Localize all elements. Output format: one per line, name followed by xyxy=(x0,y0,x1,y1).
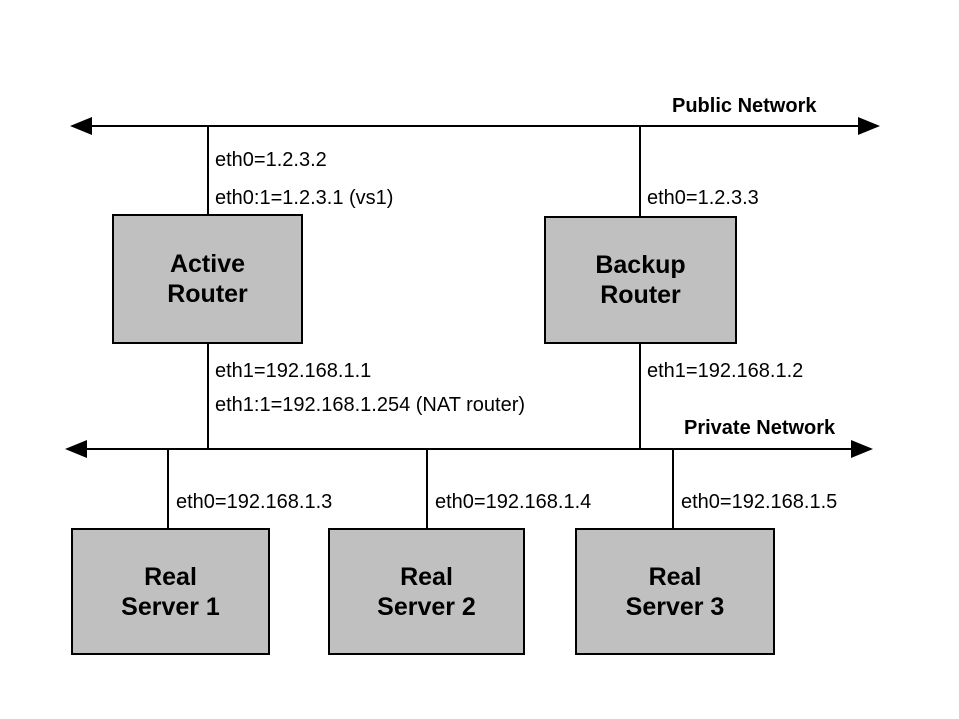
backup-router-title-line2: Router xyxy=(600,281,681,309)
real-server-2-link xyxy=(426,449,428,529)
real-server-1-link xyxy=(167,449,169,529)
public-network-right-arrowhead-icon xyxy=(858,117,880,135)
active-router-eth0-label: eth0=1.2.3.2 xyxy=(215,149,327,171)
backup-router-eth0-label: eth0=1.2.3.3 xyxy=(647,187,759,209)
public-network-left-arrowhead-icon xyxy=(70,117,92,135)
active-router-eth1-label: eth1=192.168.1.1 xyxy=(215,360,372,382)
active-router-eth1-alias-label: eth1:1=192.168.1.254 (NAT router) xyxy=(215,394,526,416)
active-router-node[interactable]: Active Router xyxy=(112,214,303,344)
private-network-label: Private Network xyxy=(684,417,836,439)
public-network-label: Public Network xyxy=(672,95,817,117)
backup-router-private-link xyxy=(639,344,641,449)
private-network-right-arrowhead-icon xyxy=(851,440,873,458)
active-router-private-link xyxy=(207,344,209,449)
real-server-1-title-line1: Real xyxy=(144,562,197,591)
backup-router-node[interactable]: Backup Router xyxy=(544,216,737,344)
private-network-bus-line xyxy=(85,448,853,450)
real-server-3-node[interactable]: Real Server 3 xyxy=(575,528,775,655)
real-server-3-title-line2: Server 3 xyxy=(625,592,725,621)
backup-router-eth1-label: eth1=192.168.1.2 xyxy=(647,360,804,382)
real-server-2-title-line1: Real xyxy=(400,562,453,591)
real-server-1-eth0-label: eth0=192.168.1.3 xyxy=(176,491,333,513)
public-network-bus-line xyxy=(90,125,860,127)
backup-router-public-link xyxy=(639,126,641,216)
real-server-3-link xyxy=(672,449,674,529)
active-router-public-link xyxy=(207,126,209,215)
real-server-2-eth0-label: eth0=192.168.1.4 xyxy=(435,491,592,513)
backup-router-title-line1: Backup xyxy=(595,251,686,279)
real-server-3-eth0-label: eth0=192.168.1.5 xyxy=(681,491,838,513)
real-server-3-title-line1: Real xyxy=(648,562,702,591)
active-router-eth0-alias-label: eth0:1=1.2.3.1 (vs1) xyxy=(215,187,394,209)
real-server-2-node[interactable]: Real Server 2 xyxy=(328,528,525,655)
active-router-title-line1: Active xyxy=(169,250,246,278)
active-router-title-line2: Router xyxy=(167,280,248,308)
real-server-1-node[interactable]: Real Server 1 xyxy=(71,528,270,655)
real-server-2-title-line2: Server 2 xyxy=(377,592,476,621)
private-network-left-arrowhead-icon xyxy=(65,440,87,458)
real-server-1-title-line2: Server 1 xyxy=(121,592,220,621)
